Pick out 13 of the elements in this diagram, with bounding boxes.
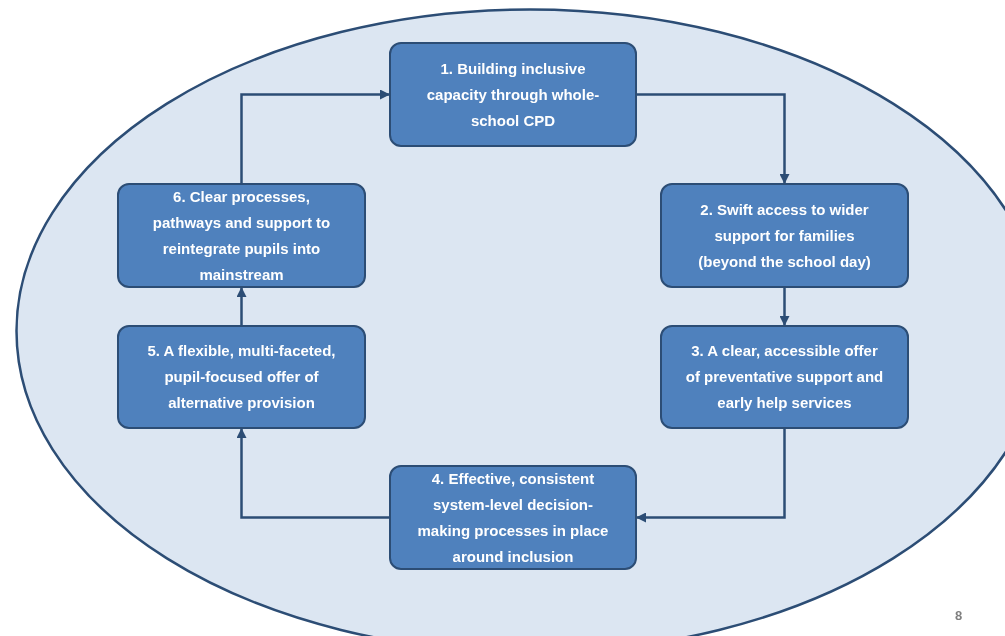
arrow bbox=[779, 288, 790, 326]
process-box: 2. Swift access to wider support for families (beyond the school day) bbox=[660, 183, 909, 288]
arrow bbox=[636, 429, 786, 523]
process-box: 5. A flexible, multi-faceted, pupil-focused offer of alternative provision bbox=[117, 325, 366, 429]
process-box: 1. Building inclusive capacity through whole-school CPD bbox=[389, 42, 637, 147]
arrow bbox=[637, 93, 790, 184]
page-number: 8 bbox=[955, 608, 963, 623]
process-box: 6. Clear processes, pathways and support to reintegrate pupils into mainstream bbox=[117, 183, 366, 288]
arrow bbox=[236, 287, 247, 325]
arrow bbox=[240, 89, 390, 183]
process-box: 3. A clear, accessible offer of preventative support and early help services bbox=[660, 325, 909, 429]
arrow bbox=[236, 428, 389, 519]
process-box: 4. Effective, consistent system-level decision-making processes in place around inclusion bbox=[389, 465, 637, 570]
